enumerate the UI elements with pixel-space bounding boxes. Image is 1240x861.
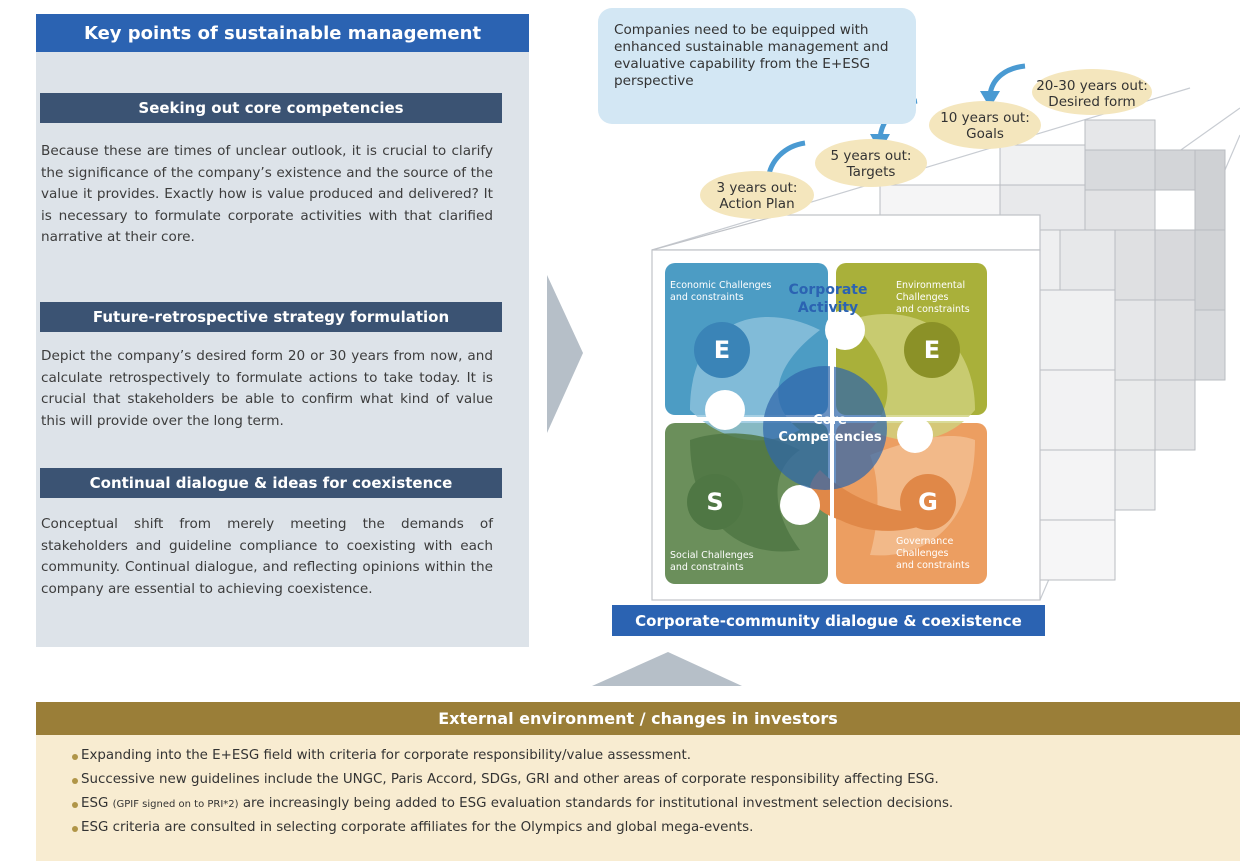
economic-letter: E	[713, 336, 731, 364]
milestone-5-years: 5 years out: Targets	[826, 148, 916, 180]
core-competencies-line1: Core	[813, 413, 847, 428]
social-letter-circle	[687, 474, 743, 530]
governance-label: Governance Challenges and constraints	[896, 536, 970, 572]
environmental-label-line2: Challenges	[896, 292, 949, 303]
bullet-list: Expanding into the E+ESG field with crit…	[72, 744, 953, 840]
bullet-text: are increasingly being added to ESG eval…	[238, 796, 954, 811]
diagram-graphic	[592, 63, 1240, 686]
milestone-3-years-value: Action Plan	[719, 196, 795, 212]
corporate-activity-line2: Activity	[797, 300, 859, 316]
milestone-10-years-label: 10 years out:	[940, 110, 1030, 126]
bullet-item: ESG (GPIF signed on to PRI*2) are increa…	[72, 792, 953, 816]
governance-label-line1: Governance	[896, 536, 954, 547]
section-heading-dialogue: Continual dialogue & ideas for coexisten…	[40, 468, 502, 498]
environmental-letter: E	[923, 336, 941, 364]
core-competencies-label: Core Competencies	[770, 412, 890, 446]
bullet-item: Successive new guidelines include the UN…	[72, 768, 953, 792]
social-label-line1: Social Challenges	[670, 550, 754, 561]
milestone-20-30-years-value: Desired form	[1048, 94, 1136, 110]
bullet-note: (GPIF signed on to PRI*2)	[112, 799, 239, 810]
economic-label-line2: and constraints	[670, 292, 744, 303]
section-body-dialogue: Conceptual shift from merely meeting the…	[41, 516, 493, 597]
social-label: Social Challenges and constraints	[670, 550, 754, 574]
section-heading-core-competencies: Seeking out core competencies	[40, 93, 502, 123]
right-arrow-icon	[547, 275, 583, 433]
bullet-item: ESG criteria are consulted in selecting …	[72, 816, 953, 840]
core-competencies-line2: Competencies	[778, 430, 882, 445]
corporate-activity-line1: Corporate	[788, 282, 868, 298]
milestone-3-years: 3 years out: Action Plan	[712, 180, 802, 212]
core-circle	[763, 366, 887, 490]
milestone-3-years-label: 3 years out:	[716, 180, 798, 196]
bullet-lead: ESG	[81, 796, 113, 811]
bullet-item: Expanding into the E+ESG field with crit…	[72, 744, 953, 768]
milestone-20-30-years: 20-30 years out: Desired form	[1028, 78, 1156, 110]
milestone-5-years-label: 5 years out:	[830, 148, 912, 164]
economic-label: Economic Challenges and constraints	[670, 280, 771, 304]
social-letter: S	[706, 488, 724, 516]
governance-label-line3: and constraints	[896, 560, 970, 571]
milestone-ellipses	[700, 69, 1152, 219]
governance-label-line2: Challenges	[896, 548, 949, 559]
economic-letter-circle	[694, 322, 750, 378]
milestone-20-30-years-label: 20-30 years out:	[1036, 78, 1148, 94]
governance-letter: G	[918, 488, 938, 516]
economic-label-line1: Economic Challenges	[670, 280, 772, 291]
callout-text: Companies need to be equipped with enhan…	[614, 22, 889, 89]
bottom-panel-title: External environment / changes in invest…	[36, 702, 1240, 735]
bullet-text: Expanding into the E+ESG field with crit…	[81, 748, 692, 763]
bullet-text: Successive new guidelines include the UN…	[81, 772, 939, 787]
section-body-core-competencies: Because these are times of unclear outlo…	[41, 143, 493, 245]
left-panel-title: Key points of sustainable management	[36, 14, 529, 52]
social-label-line2: and constraints	[670, 562, 744, 573]
environmental-letter-circle	[904, 322, 960, 378]
callout-bubble	[598, 8, 916, 124]
environmental-label: Environmental Challenges and constraints	[896, 280, 970, 316]
dialogue-bar: Corporate-community dialogue & coexisten…	[612, 605, 1045, 636]
environmental-label-line3: and constraints	[896, 304, 970, 315]
section-body-future-retrospective: Depict the company’s desired form 20 or …	[41, 348, 493, 429]
environmental-label-line1: Environmental	[896, 280, 966, 291]
milestone-5-years-value: Targets	[846, 164, 896, 180]
up-arrow-icon	[592, 652, 742, 686]
milestone-10-years-value: Goals	[966, 126, 1004, 142]
bullet-text: ESG criteria are consulted in selecting …	[81, 820, 754, 835]
corporate-activity-label: Corporate Activity	[778, 281, 878, 317]
section-heading-future-retrospective: Future-retrospective strategy formulatio…	[40, 302, 502, 332]
milestone-10-years: 10 years out: Goals	[930, 110, 1040, 142]
governance-letter-circle	[900, 474, 956, 530]
